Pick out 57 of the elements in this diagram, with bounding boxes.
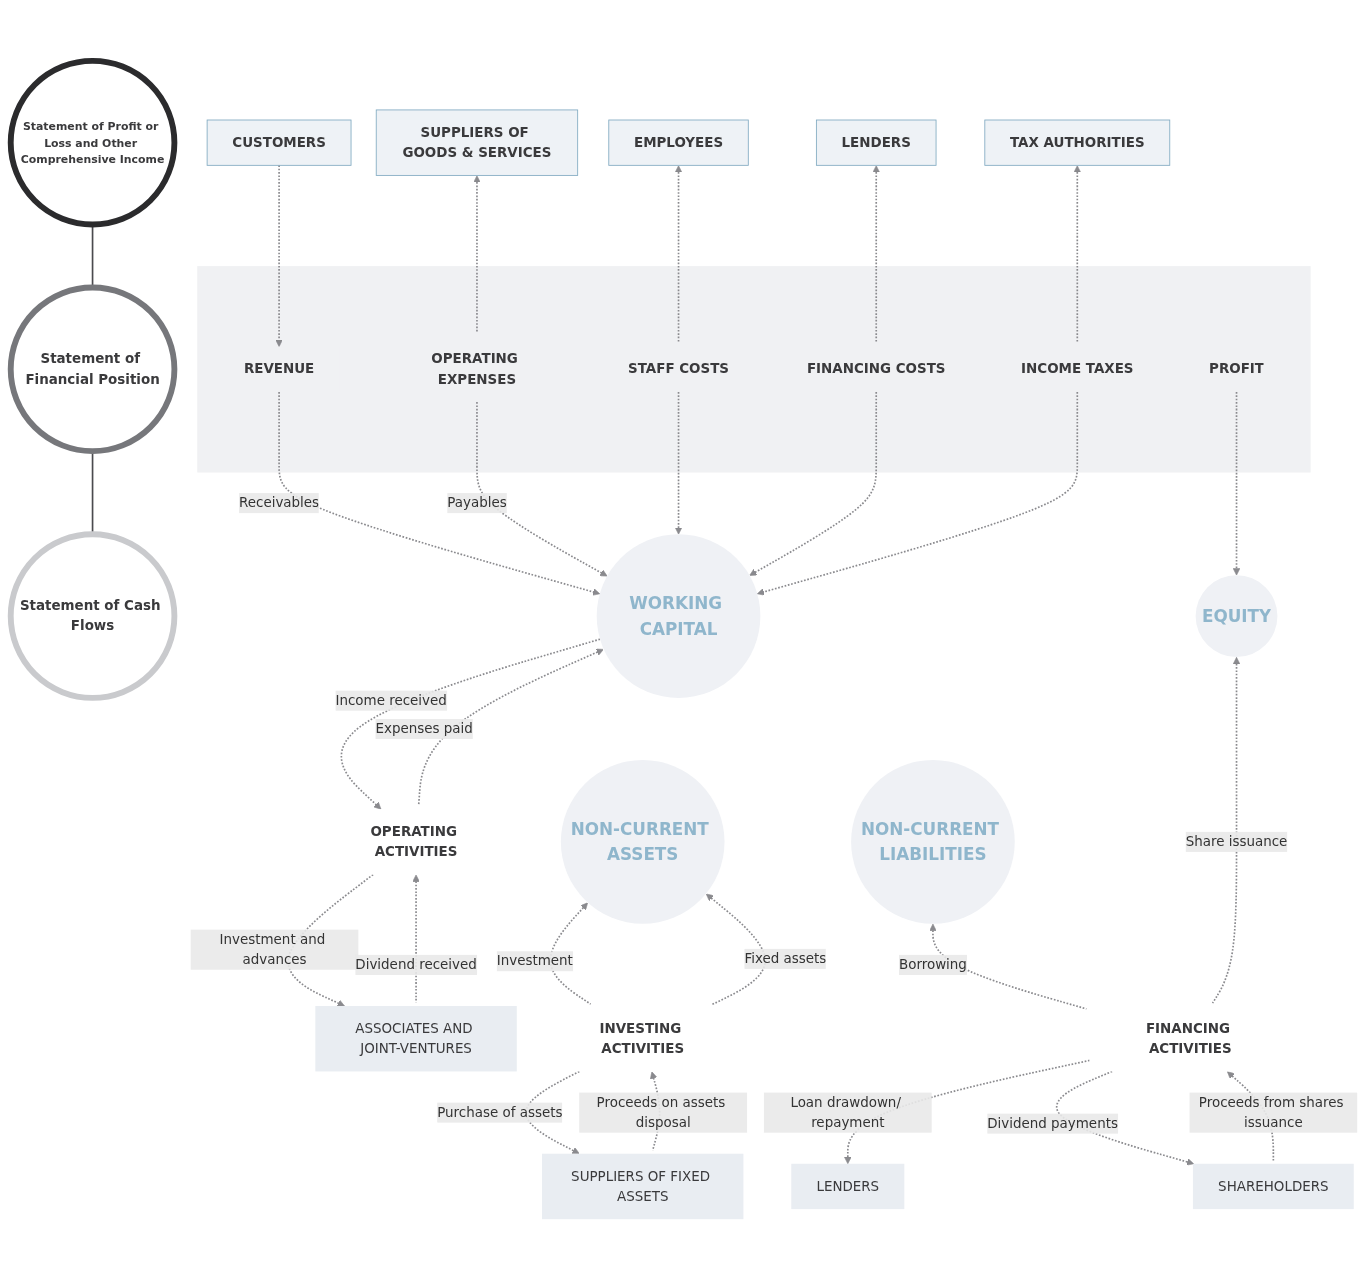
node-box: SHAREHOLDERS [1192, 1163, 1354, 1209]
edge-label: Proceeds from shares issuance [1198, 1093, 1344, 1130]
arrow [476, 400, 608, 576]
node-circle: Statement of Profit or Loss and Other Comprehensive Income [7, 57, 178, 227]
edge-label: Fixed assets [744, 949, 827, 966]
node-circle: EQUITY [1195, 574, 1278, 657]
arrow [674, 390, 683, 535]
arrow [275, 164, 283, 347]
arrow [549, 902, 592, 1005]
edge-label: Proceeds on assets disposal [596, 1093, 726, 1130]
node-box: LENDERS [791, 1163, 905, 1209]
node-text: OPERATING ACTIVITIES [370, 822, 458, 859]
arrow [872, 164, 880, 344]
node-box: CUSTOMERS [206, 119, 352, 166]
edge-label: Receivables [239, 494, 320, 511]
edge-label: Borrowing [898, 955, 967, 972]
edge-label: Purchase of assets [437, 1103, 563, 1120]
node-box: EMPLOYEES [608, 119, 749, 166]
node-circle: WORKING CAPITAL [596, 533, 761, 698]
node-text: STAFF COSTS [628, 360, 730, 377]
arrow [756, 390, 1079, 595]
cluster [197, 265, 1311, 473]
arrow [417, 648, 604, 807]
node-box: SUPPLIERS OF FIXED ASSETS [541, 1153, 744, 1219]
node-text: REVENUE [243, 360, 315, 377]
node-text: OPERATING EXPENSES [431, 350, 518, 387]
edge-label: Payables [447, 494, 507, 511]
node-box: TAX AUTHORITIES [984, 119, 1171, 166]
edge-label: Income received [335, 691, 447, 708]
node-circle: NON-CURRENT ASSETS [560, 759, 725, 924]
edge-label: Dividend received [355, 955, 477, 972]
node-circle: Statement of Financial Position [7, 284, 178, 454]
edge-label: Investment and advances [219, 930, 326, 967]
arrow [1073, 164, 1081, 344]
arrow [412, 874, 420, 1003]
edge-label: Expenses paid [375, 720, 473, 737]
node-text: PROFIT [1209, 360, 1264, 377]
node-circle: Statement of Cash Flows [7, 530, 178, 701]
arrow [749, 390, 878, 576]
arrow [278, 390, 601, 596]
arrow [674, 164, 683, 344]
node-text: FINANCING ACTIVITIES [1145, 1019, 1232, 1056]
edge-label: Loan drawdown/ repayment [790, 1093, 901, 1130]
node-box: ASSOCIATES AND JOINT-VENTURES [315, 1005, 517, 1071]
arrow [1211, 656, 1241, 1004]
edge-label: Dividend payments [987, 1114, 1118, 1131]
node-box: SUPPLIERS OF GOODS & SERVICES [375, 109, 579, 176]
node-circle: NON-CURRENT LIABILITIES [851, 759, 1015, 924]
arrow [340, 637, 601, 809]
edge-label: Investment [496, 952, 573, 969]
node-text: INCOME TAXES [1021, 360, 1134, 377]
node-text: INVESTING ACTIVITIES [599, 1019, 685, 1056]
arrow [1232, 390, 1241, 575]
node-text: FINANCING COSTS [806, 360, 946, 377]
edge-label: Share issuance [1185, 832, 1288, 849]
node-box: LENDERS [815, 119, 937, 166]
arrow [929, 923, 1088, 1010]
